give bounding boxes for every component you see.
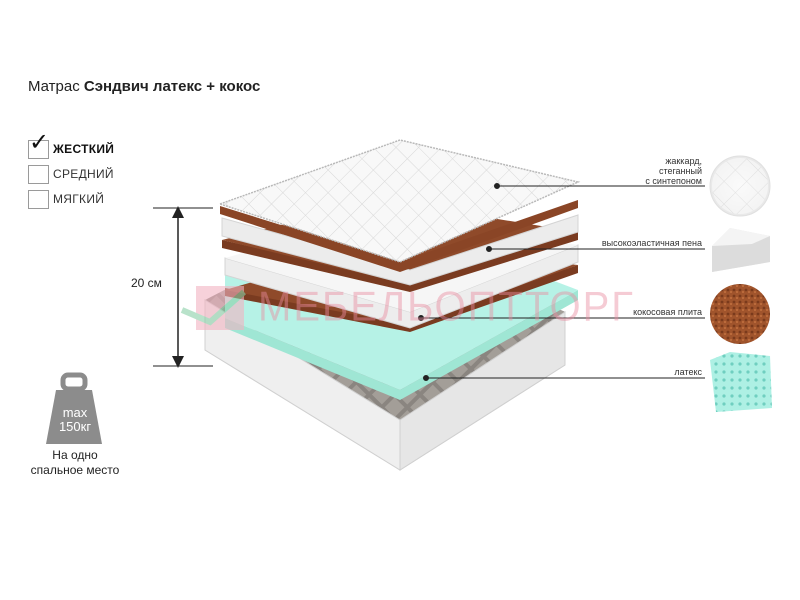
checkbox-hard: ✓ — [28, 130, 49, 159]
callout-latex: латекс — [674, 367, 702, 377]
height-label: 20 см — [131, 276, 162, 290]
weight-line1: max — [62, 405, 88, 420]
callout-jacquard-line1: жаккард, — [665, 156, 702, 166]
weight-note: На одно спальное место — [20, 448, 130, 478]
swatch-coir — [710, 284, 770, 344]
stiffness-label-medium: СРЕДНИЙ — [53, 167, 114, 181]
stiffness-label-soft: МЯГКИЙ — [53, 192, 105, 206]
callout-coir-line1: кокосовая плита — [633, 307, 702, 317]
title-prefix: Матрас — [28, 78, 80, 95]
callout-foam: высокоэластичная пена — [602, 238, 702, 248]
callout-foam-line1: высокоэластичная пена — [601, 238, 702, 248]
watermark-text: МЕБЕЛЬОПТТОРГ — [258, 283, 635, 331]
weight-max-label: max 150кг — [40, 406, 110, 434]
checkbox-medium — [28, 164, 49, 184]
callout-jacquard-line3: с синтепоном — [645, 176, 702, 186]
stiffness-option-soft: МЯГКИЙ — [28, 188, 114, 210]
weight-note-line2: спальное место — [30, 463, 120, 477]
product-title: Матрас Сэндвич латекс + кокос — [28, 78, 260, 95]
title-name: Сэндвич латекс + кокос — [83, 78, 261, 95]
weight-icon — [46, 372, 102, 444]
weight-note-line1: На одно — [52, 448, 98, 462]
watermark-logo-icon — [180, 286, 246, 330]
stiffness-options: ✓ ЖЕСТКИЙ СРЕДНИЙ МЯГКИЙ — [28, 130, 115, 213]
callout-coir: кокосовая плита — [633, 307, 702, 317]
layer-jacquard-cover — [217, 139, 581, 263]
layer-coir-top — [220, 200, 578, 272]
callout-jacquard: жаккард, стеганный с синтепоном — [645, 156, 702, 186]
stiffness-option-hard: ✓ ЖЕСТКИЙ — [28, 130, 115, 160]
callout-lines — [418, 183, 705, 381]
callout-latex-line1: латекс — [674, 367, 702, 377]
swatch-jacquard — [709, 155, 771, 217]
weight-line2: 150кг — [58, 419, 92, 434]
checkmark-icon: ✓ — [29, 128, 50, 156]
swatch-foam — [712, 228, 770, 272]
height-marker — [153, 206, 213, 368]
callout-jacquard-line2: стеганный — [658, 166, 702, 176]
checkbox-soft — [28, 189, 49, 209]
stiffness-option-medium: СРЕДНИЙ — [28, 163, 114, 185]
swatch-latex — [710, 352, 772, 412]
stiffness-label-hard: ЖЕСТКИЙ — [53, 142, 115, 156]
